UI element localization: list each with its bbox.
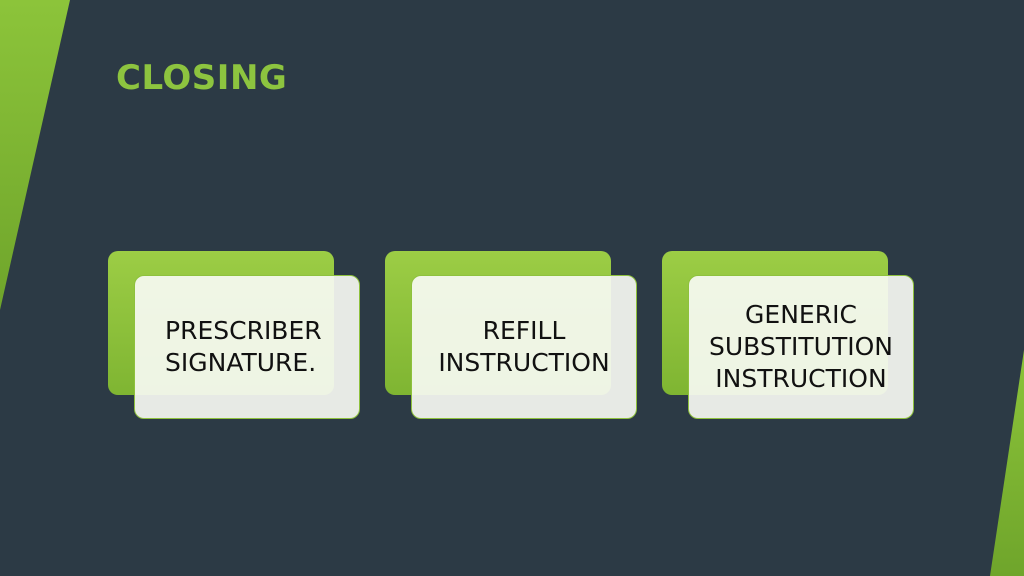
closing-item-refill-instruction: REFILL INSTRUCTION — [385, 251, 639, 421]
white-card-front: REFILL INSTRUCTION — [411, 275, 637, 419]
white-card-front: PRESCRIBER SIGNATURE. — [134, 275, 360, 419]
left-green-stripe — [0, 0, 70, 310]
item-label: PRESCRIBER SIGNATURE. — [165, 316, 322, 377]
slide-title: CLOSING — [116, 58, 288, 98]
closing-item-generic-substitution: GENERIC SUBSTITUTION INSTRUCTION — [662, 251, 916, 421]
white-card-front: GENERIC SUBSTITUTION INSTRUCTION — [688, 275, 914, 419]
item-label: GENERIC SUBSTITUTION INSTRUCTION — [709, 300, 893, 393]
right-green-stripe — [990, 350, 1024, 576]
item-label: REFILL INSTRUCTION — [438, 316, 610, 377]
closing-item-prescriber-signature: PRESCRIBER SIGNATURE. — [108, 251, 362, 421]
